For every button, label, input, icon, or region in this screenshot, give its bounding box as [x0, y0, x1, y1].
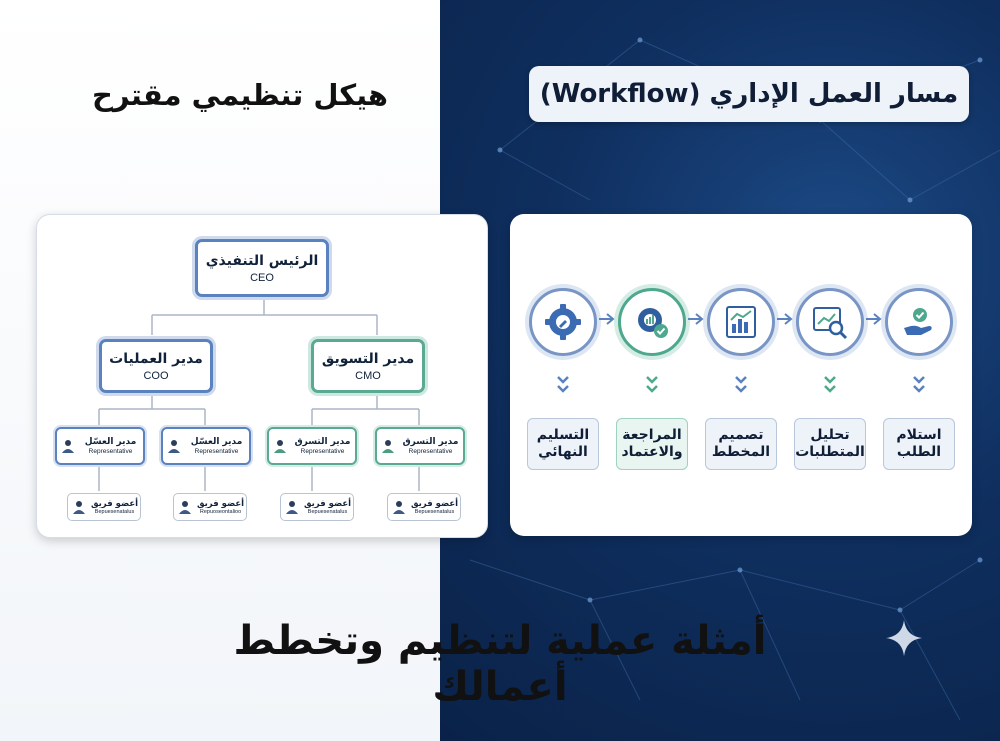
- member-sub: Repuoseontalioo: [199, 509, 242, 515]
- chevron-down-icon: [735, 376, 747, 393]
- person-icon: [73, 501, 85, 514]
- manager-sub: Representative: [194, 448, 239, 455]
- person-icon: [274, 440, 286, 453]
- org-chart-heading: هيكل تنظيمي مقترح: [91, 78, 389, 112]
- arrow-right-icon: [599, 313, 615, 325]
- person-icon: [62, 440, 74, 453]
- person-icon: [286, 501, 298, 514]
- step-label-final-delivery: التسليم النهائي: [527, 418, 599, 470]
- ceo-title: الرئيس التنفيذي: [205, 252, 319, 269]
- footer-title: أمثلة عملية لتنظيم وتخطط أعمالك: [233, 618, 767, 710]
- step-circle-requirements-analysis: [796, 288, 864, 356]
- chevron-down-icon: [913, 376, 925, 393]
- hand-check-icon: [904, 308, 932, 335]
- coo-sub: COO: [143, 369, 169, 382]
- ceo-sub: CEO: [250, 271, 274, 284]
- member-title: أعضو فريق: [303, 499, 352, 509]
- step-label-receive-request: استلام الطلب: [883, 418, 955, 470]
- person-icon: [393, 501, 405, 514]
- member-sub: Bepuesenatalus: [414, 509, 455, 515]
- person-icon: [168, 440, 180, 453]
- manager-title: مدير التسرق: [294, 437, 351, 447]
- manager-title: مدير العسّل: [190, 437, 243, 447]
- person-icon: [179, 501, 191, 514]
- step-label-design-plan: تصميم المخطط: [705, 418, 777, 470]
- sparkle-icon: [886, 620, 922, 656]
- chevron-down-icon: [557, 376, 569, 393]
- manager-sub: Representative: [300, 448, 345, 455]
- member-title: أعضو فريق: [90, 499, 139, 509]
- step-circle-final-delivery: [529, 288, 597, 356]
- manager-title: مدير التسرق: [402, 437, 459, 447]
- blueprint-chart-icon: [726, 306, 756, 338]
- arrow-right-icon: [777, 313, 793, 325]
- manager-sub: Representative: [88, 448, 133, 455]
- coo-title: مدير العمليات: [109, 350, 203, 367]
- member-sub: Bepuesenatalus: [94, 509, 135, 515]
- step-label-requirements-analysis: تحليل المتطلبات: [794, 418, 866, 470]
- person-icon: [382, 440, 394, 453]
- chevron-down-icon: [646, 376, 658, 393]
- workflow-heading: مسار العمل الإداري (Workflow): [529, 66, 969, 122]
- manager-sub: Representative: [408, 448, 453, 455]
- step-circle-design-plan: [707, 288, 775, 356]
- cmo-title: مدير التسويق: [321, 350, 415, 367]
- chevron-down-icon: [824, 376, 836, 393]
- gear-check-icon: [638, 308, 668, 338]
- cmo-box: مدير التسويق CMO: [311, 339, 425, 393]
- step-circle-receive-request: [885, 288, 953, 356]
- org-chart-panel: الرئيس التنفيذي CEO مدير العمليات COO مد…: [36, 214, 488, 538]
- step-circle-review-approval: [618, 288, 686, 356]
- org-connectors: [98, 297, 420, 491]
- workflow-panel: التسليم النهائي المراجعة والاعتماد تصميم…: [510, 214, 972, 536]
- arrow-right-icon: [688, 313, 704, 325]
- arrow-right-icon: [866, 313, 882, 325]
- member-title: أعضو فريق: [410, 499, 459, 509]
- coo-box: مدير العمليات COO: [99, 339, 213, 393]
- gear-wrench-icon: [545, 304, 581, 340]
- manager-title: مدير العسّل: [84, 437, 137, 447]
- member-sub: Bepuesenatalus: [307, 509, 348, 515]
- chart-magnifier-icon: [813, 307, 848, 340]
- ceo-box: الرئيس التنفيذي CEO: [195, 239, 329, 297]
- member-title: أعضو فريق: [196, 499, 245, 509]
- step-label-review-approval: المراجعة والاعتماد: [616, 418, 688, 470]
- cmo-sub: CMO: [355, 369, 381, 382]
